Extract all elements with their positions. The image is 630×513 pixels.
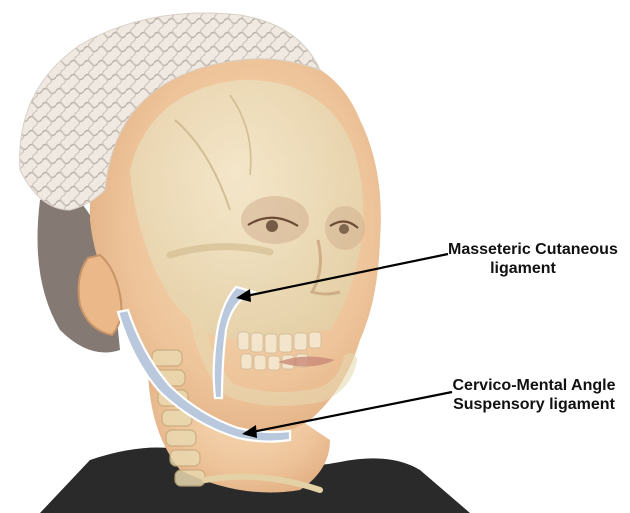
label-cervico-mental-line2: Suspensory ligament <box>450 395 618 414</box>
label-masseteric-cutaneous-ligament: Masseteric Cutaneous ligament <box>448 240 598 278</box>
label-cervico-mental-line1: Cervico-Mental Angle <box>450 376 618 395</box>
right-iris <box>339 224 349 234</box>
label-masseteric-line2: ligament <box>448 259 598 278</box>
label-masseteric-line1: Masseteric Cutaneous <box>448 240 598 259</box>
label-cervico-mental-angle-ligament: Cervico-Mental Angle Suspensory ligament <box>450 376 618 414</box>
left-iris <box>266 220 278 232</box>
